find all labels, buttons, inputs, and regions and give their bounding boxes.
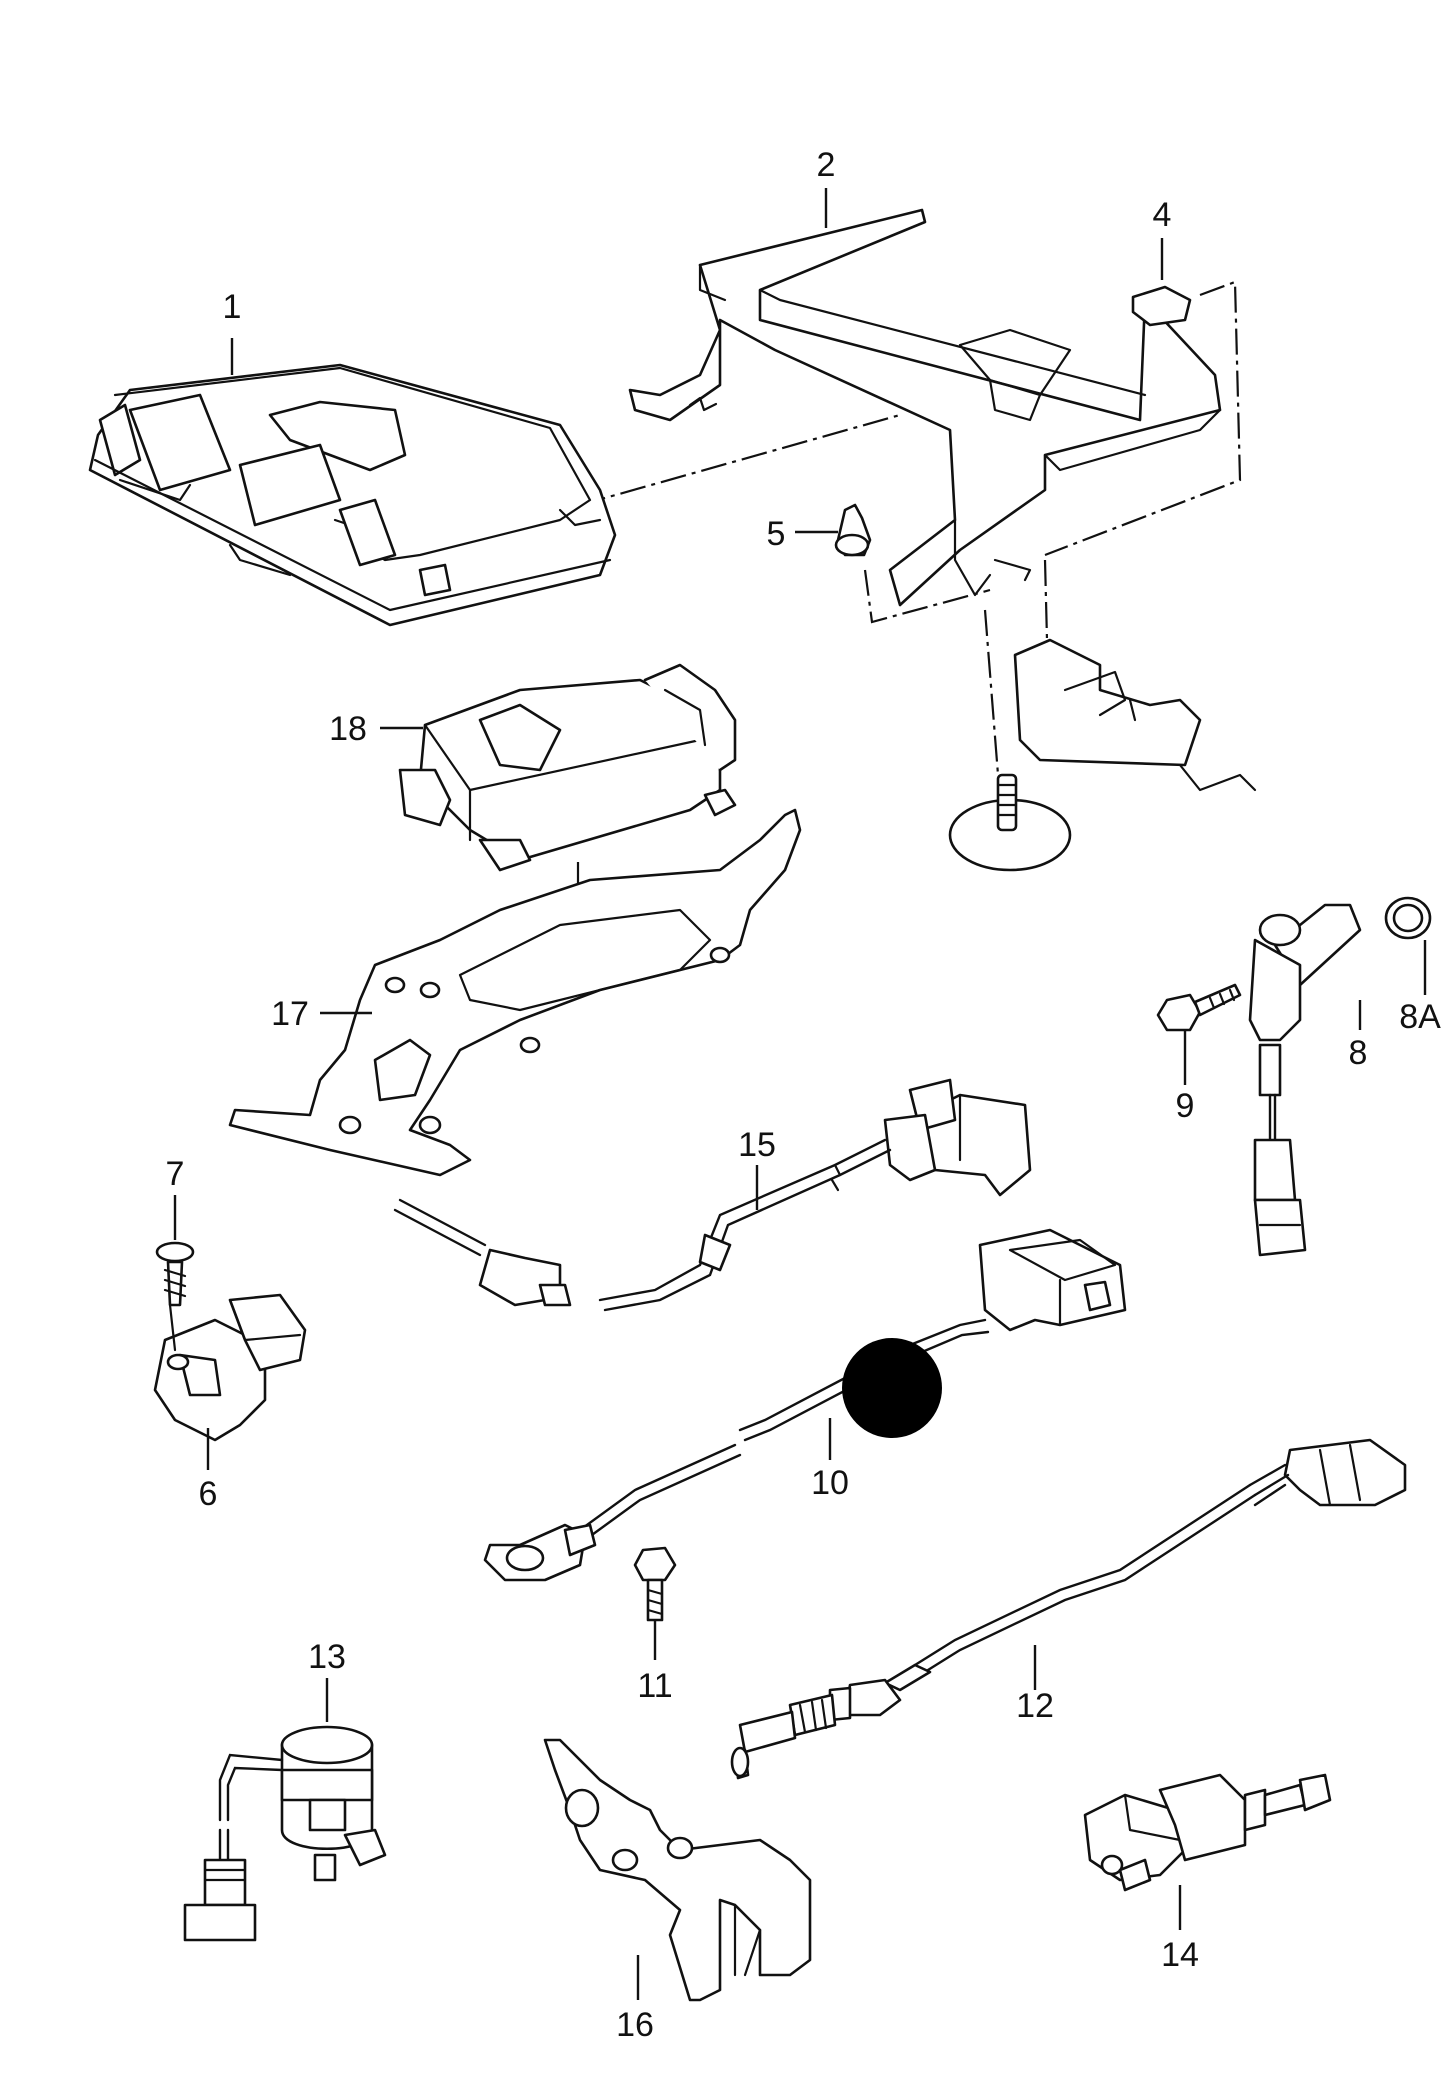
- screw-part-7: [155, 1195, 195, 1307]
- callout-17: 17: [271, 995, 309, 1033]
- callout-9: 9: [1176, 1087, 1195, 1125]
- alignment-line: [1044, 280, 1242, 557]
- knock-sensor-part-10: [483, 1228, 1127, 1582]
- callout-14: 14: [1161, 1936, 1199, 1974]
- callout-15: 15: [738, 1126, 776, 1164]
- bracket-part-16: [543, 1738, 812, 2002]
- o-ring-part-8a: [1384, 896, 1432, 995]
- bolt-part-9: [1156, 983, 1242, 1085]
- alignment-line: [579, 413, 901, 507]
- alignment-line: [983, 609, 1002, 801]
- bolt-part-11: [633, 1546, 677, 1660]
- alignment-line: [863, 569, 991, 624]
- speed-sensor-part-8: [1248, 903, 1362, 1257]
- callout-4: 4: [1153, 196, 1172, 234]
- marker-dot: [842, 1338, 942, 1438]
- bracket-part-17: [228, 808, 802, 1177]
- callout-8a: 8A: [1399, 998, 1441, 1036]
- callout-1: 1: [223, 288, 242, 326]
- callout-2: 2: [817, 146, 836, 184]
- callout-6: 6: [199, 1475, 218, 1513]
- mounting-stud: [948, 638, 1257, 872]
- lambda-probe-part-12: [730, 1438, 1407, 1780]
- clip-nut-part-5: [795, 503, 872, 557]
- callout-13: 13: [308, 1638, 346, 1676]
- callout-11: 11: [637, 1667, 672, 1705]
- pressure-sensor-part-6: [153, 1293, 307, 1470]
- pad-part-4: [1131, 238, 1192, 327]
- module-part-18: [380, 663, 737, 872]
- callout-18: 18: [329, 710, 367, 748]
- callout-7: 7: [166, 1155, 185, 1193]
- callout-5: 5: [767, 515, 786, 553]
- switch-part-14: [1083, 1773, 1332, 1930]
- control-unit-part-1: [88, 338, 617, 627]
- temperature-sensor-part-15: [393, 1078, 1032, 1312]
- valve-part-13: [183, 1678, 387, 1942]
- callout-16: 16: [616, 2006, 654, 2044]
- callout-8: 8: [1349, 1034, 1368, 1072]
- callout-12: 12: [1016, 1687, 1054, 1725]
- bracket-tray-part-2: [628, 208, 1222, 607]
- callout-10: 10: [811, 1464, 849, 1502]
